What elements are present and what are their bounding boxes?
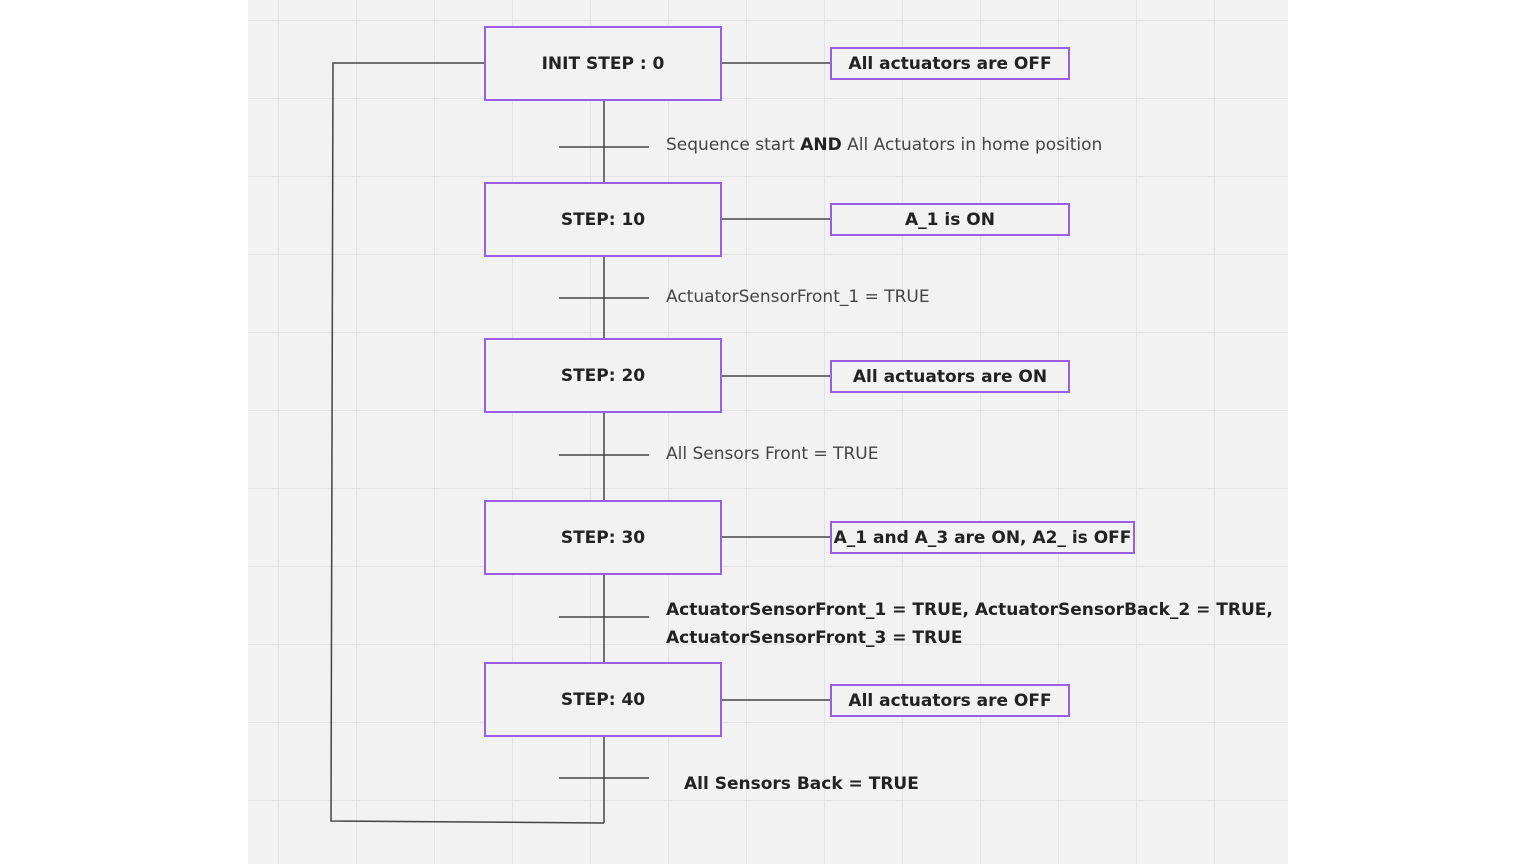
step-label: INIT STEP : 0 <box>541 53 665 74</box>
step-20: STEP: 20 <box>484 338 722 413</box>
condition-line-2: ActuatorSensorFront_3 = TRUE <box>666 628 963 648</box>
condition-prefix: Sequence start <box>666 135 801 155</box>
transition-condition-4: All Sensors Back = TRUE <box>684 774 919 794</box>
step-label: STEP: 10 <box>560 209 646 230</box>
loop-back-line <box>330 62 605 824</box>
condition-suffix: All Actuators in home position <box>841 135 1103 155</box>
condition-line-1: ActuatorSensorFront_1 = TRUE, ActuatorSe… <box>666 600 1273 620</box>
condition-keyword: AND <box>800 135 842 155</box>
step-label: STEP: 40 <box>560 689 646 710</box>
action-step-10: A_1 is ON <box>830 203 1070 236</box>
transition-condition-2: All Sensors Front = TRUE <box>666 444 879 464</box>
action-label: All actuators are ON <box>852 366 1048 387</box>
action-step-0: All actuators are OFF <box>830 47 1070 80</box>
transition-condition-3: ActuatorSensorFront_1 = TRUE, ActuatorSe… <box>666 596 1273 652</box>
action-label: All actuators are OFF <box>848 690 1052 711</box>
transition-condition-1: ActuatorSensorFront_1 = TRUE <box>666 287 930 307</box>
action-step-40: All actuators are OFF <box>830 684 1070 717</box>
step-10: STEP: 10 <box>484 182 722 257</box>
diagram-canvas <box>248 0 1288 864</box>
step-label: STEP: 30 <box>560 527 646 548</box>
action-label: A_1 and A_3 are ON, A2_ is OFF <box>833 527 1132 548</box>
step-init-0: INIT STEP : 0 <box>484 26 722 101</box>
step-30: STEP: 30 <box>484 500 722 575</box>
action-label: A_1 is ON <box>905 209 995 230</box>
action-step-20: All actuators are ON <box>830 360 1070 393</box>
step-40: STEP: 40 <box>484 662 722 737</box>
transition-condition-0: Sequence start AND All Actuators in home… <box>666 134 1102 156</box>
action-label: All actuators are OFF <box>848 53 1052 74</box>
step-label: STEP: 20 <box>560 365 646 386</box>
action-step-30: A_1 and A_3 are ON, A2_ is OFF <box>830 521 1135 554</box>
